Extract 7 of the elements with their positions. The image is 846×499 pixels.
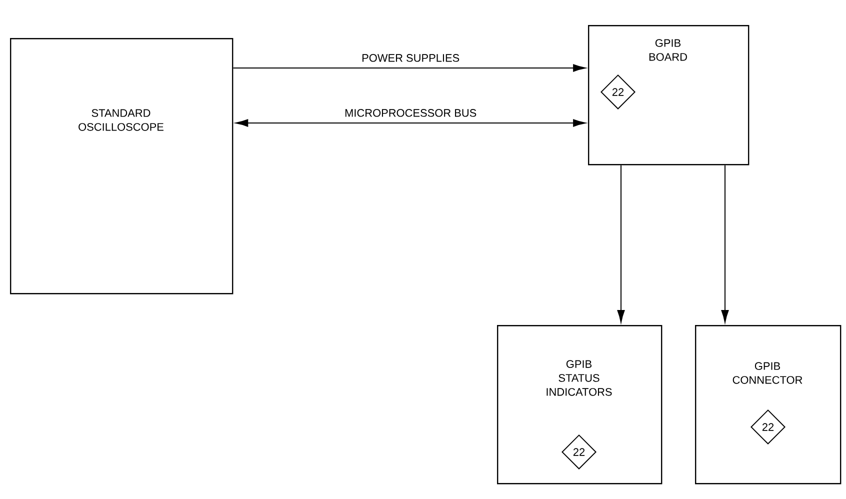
arrow [236,119,586,127]
edge-label: POWER SUPPLIES [360,53,461,63]
edge-label: MICROPROCESSOR BUS [344,108,478,118]
arrow [232,64,586,72]
arrow [721,164,729,323]
arrow [617,164,625,323]
block-box: STANDARD OSCILLOSCOPE [10,38,234,294]
